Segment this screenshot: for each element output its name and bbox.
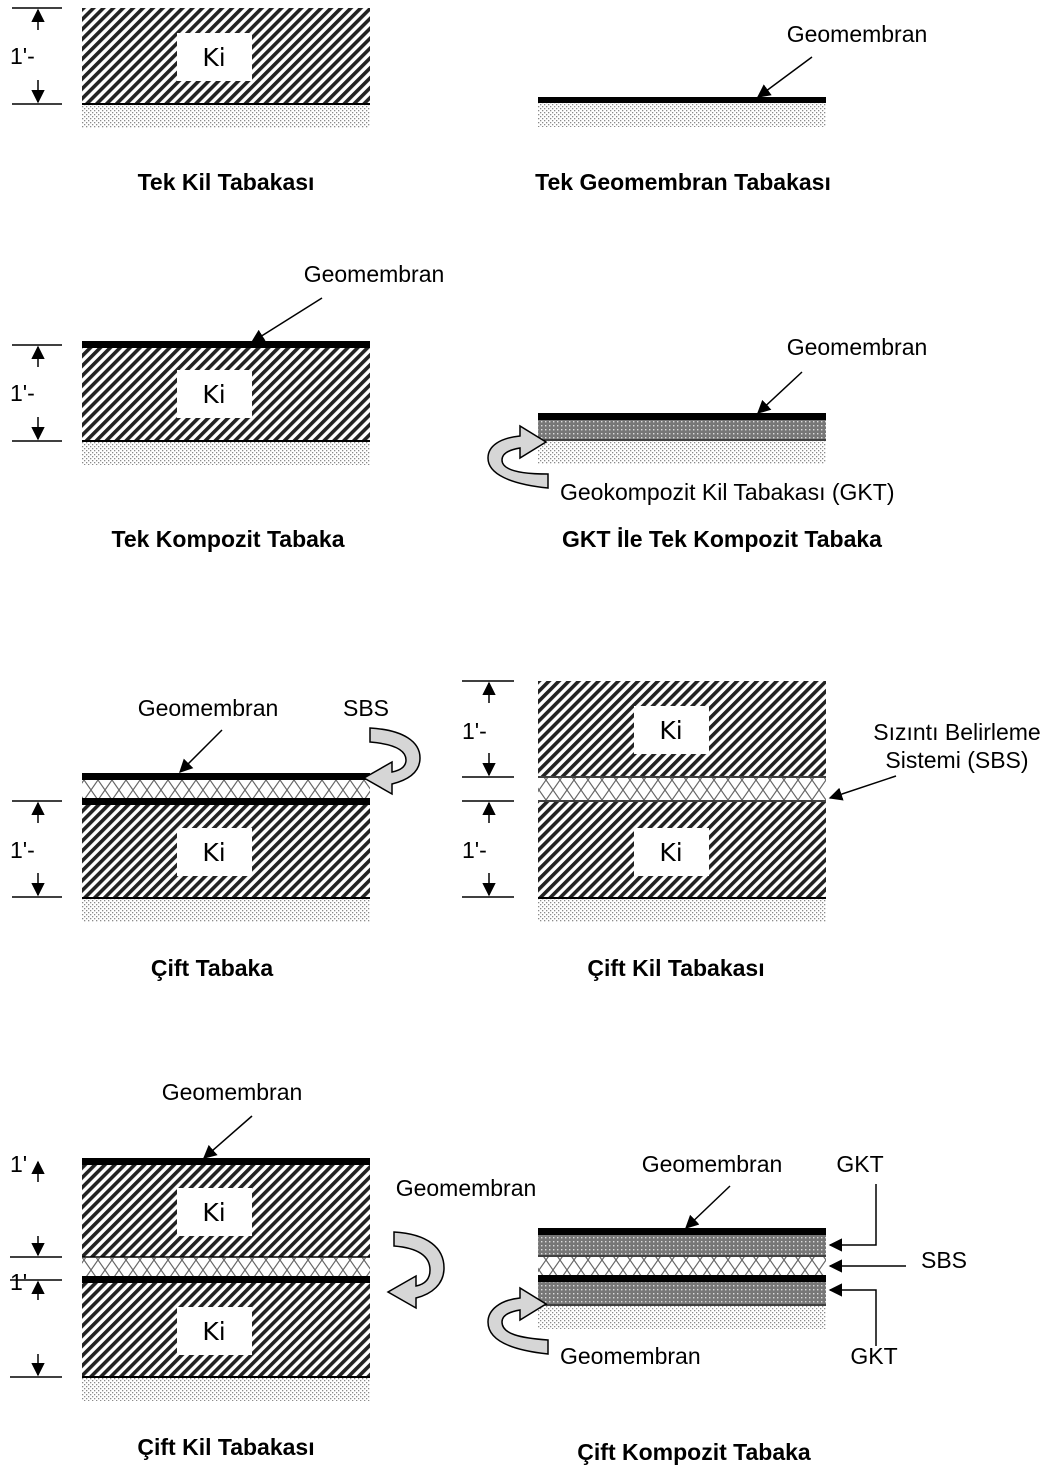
lower-thickness-dimension: 1'- [462,800,514,898]
clay-label: Ki [659,716,682,745]
middle-geomembrane-layer [538,1275,826,1282]
thickness-label: 1' [10,1151,27,1177]
gcl-label: Geokompozit Kil Tabakası (GKT) [560,479,894,505]
clay-label-box [634,706,709,754]
panel-double: Ki Geomembran SBS 1'- Çift Tabaka [10,695,421,981]
panel-single-clay: Ki 1'- Tek Kil Tabakası [10,7,370,195]
clay-label: Ki [202,1317,225,1346]
bottom-geomembrane-layer [82,798,370,805]
caption-double-composite: Çift Kompozit Tabaka [577,1439,811,1465]
subgrade-layer [82,898,370,922]
thickness-dimension: 1'- [10,800,62,898]
geomembrane-layer [82,341,370,348]
clay-label: Ki [202,43,225,72]
caption-double-clay-2: Çift Kil Tabakası [137,1434,314,1460]
clay-label-box [177,370,252,418]
subgrade-layer [538,441,826,464]
caption-single-clay: Tek Kil Tabakası [138,169,315,195]
thickness-label: 1'- [10,837,35,863]
geomembrane-label: Geomembran [787,334,928,360]
geomembrane-label: Geomembran [138,695,279,721]
curved-arrow-icon [487,1286,549,1355]
geomembrane-label: Geomembran [787,21,928,47]
geomembrane-label-middle: Geomembran [396,1175,537,1201]
caption-single-composite: Tek Kompozit Tabaka [111,526,344,552]
clay-label-box [177,1307,252,1355]
curved-arrow-icon [487,424,549,489]
clay-label: Ki [202,838,225,867]
lds-layer [538,778,826,800]
subgrade-layer [82,104,370,128]
upper-thickness-dimension: 1'- [462,680,514,778]
top-geomembrane-layer [538,1228,826,1235]
thickness-label: 1'- [10,380,35,406]
upper-thickness-dimension: 1' [10,1151,62,1258]
caption-double-clay: Çift Kil Tabakası [587,955,764,981]
subgrade-layer [82,441,370,465]
curved-arrow-icon [386,1231,445,1310]
panel-double-clay: Ki Ki 1'- 1'- Sızıntı Belirleme Sistemi … [462,680,1041,981]
gkt-label-bottom: GKT [850,1343,897,1369]
clay-label-box [177,33,252,81]
thickness-label: 1'- [462,718,487,744]
lds-label: SBS [343,695,389,721]
panel-single-geomembrane: Geomembran Tek Geomembran Tabakası [535,21,927,195]
caption-single-geomembrane: Tek Geomembran Tabakası [535,169,831,195]
upper-gcl-layer [538,1235,826,1255]
clay-label-box [634,828,709,876]
lds-label: SBS [921,1247,967,1273]
gkt-label-top: GKT [836,1151,883,1177]
gcl-layer [538,420,826,439]
clay-label-box [177,828,252,876]
subgrade-layer [82,1377,370,1401]
subgrade-layer [538,898,826,922]
subgrade-layer [538,103,826,127]
thickness-label: 1'- [10,43,35,69]
panel-single-composite: Ki Geomembran 1'- Tek Kompozit Tabaka [10,261,444,552]
geomembrane-label: Geomembran [162,1079,303,1105]
lds-label-line1: Sızıntı Belirleme [873,719,1040,745]
lds-layer [538,1257,826,1275]
lds-label-line2: Sistemi (SBS) [885,747,1028,773]
top-geomembrane-layer [82,1158,370,1165]
lower-thickness-dimension: 1' [10,1269,62,1378]
caption-double: Çift Tabaka [151,955,273,981]
lds-layer [82,1258,370,1276]
geomembrane-label: Geomembran [304,261,445,287]
geomembrane-label: Geomembran [642,1151,783,1177]
clay-label: Ki [659,838,682,867]
geomembrane-layer [538,413,826,420]
subgrade-layer [538,1306,826,1329]
panel-double-clay-geomembrane: Ki Ki Geomembran Geomembran 1' 1' Çift K… [10,1079,536,1460]
middle-geomembrane-layer [82,1276,370,1283]
geomembrane-layer [538,97,826,103]
geomembrane-label-bottom: Geomembran [560,1343,701,1369]
thickness-label: 1' [10,1269,27,1295]
panel-double-composite: Geomembran GKT SBS GKT Geomembran Çift K… [487,1151,967,1465]
thickness-label: 1'- [462,837,487,863]
top-geomembrane-layer [82,773,370,780]
panel-gcl-single-composite: Geomembran Geokompozit Kil Tabakası (GKT… [487,334,928,552]
clay-label: Ki [202,1198,225,1227]
thickness-dimension: 1'- [10,344,62,442]
lower-gcl-layer [538,1282,826,1304]
clay-label-box [177,1188,252,1236]
thickness-dimension: 1'- [10,7,62,105]
clay-label: Ki [202,380,225,409]
lds-layer [82,780,370,798]
caption-gcl-single-composite: GKT İle Tek Kompozit Tabaka [562,526,882,552]
curved-arrow-icon [362,727,421,796]
